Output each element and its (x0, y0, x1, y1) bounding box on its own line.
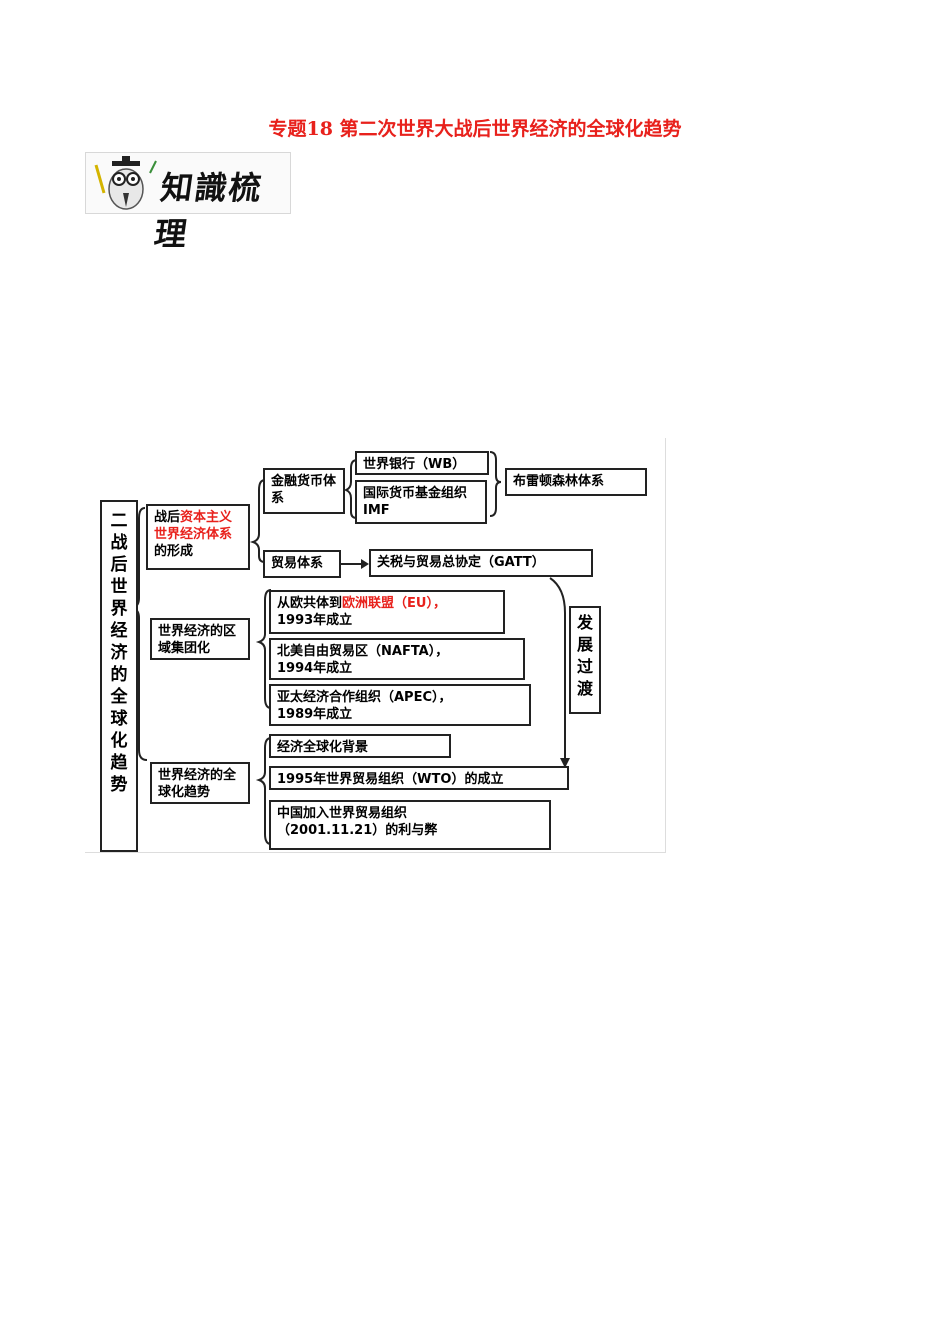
wto-box: 1995年世界贸易组织（WTO）的成立 (269, 766, 569, 790)
china-wto-box: 中国加入世界贸易组织 （2001.11.21）的利与弊 (269, 800, 551, 850)
background-label: 经济全球化背景 (277, 740, 368, 755)
background-box: 经济全球化背景 (269, 734, 451, 758)
world-bank-label: 世界银行（WB） (363, 457, 465, 472)
finance-label: 金融货币体系 (271, 474, 336, 506)
logo-text: 知識梳理 (152, 163, 297, 255)
china-line1: 中国加入世界贸易组织 (277, 805, 543, 822)
apec-line1: 亚太经济合作组织（APEC）， (277, 689, 523, 706)
branch-capitalist-system: 战后资本主义世界经济体系的形成 (146, 504, 250, 570)
eu-red: 欧洲联盟 (342, 596, 394, 611)
imf-label: 国际货币基金组织IMF (363, 486, 467, 518)
knowledge-logo: 知識梳理 (85, 152, 291, 214)
china-line2: （2001.11.21）的利与弊 (277, 822, 543, 839)
finance-system-box: 金融货币体系 (263, 468, 345, 514)
root-box: 二战后世界经济的全球化趋势 (100, 500, 138, 852)
branch2-label: 世界经济的区域集团化 (158, 624, 236, 656)
owl-mascot-icon (88, 153, 158, 213)
trade-system-box: 贸易体系 (263, 550, 341, 578)
branch3-label: 世界经济的全球化趋势 (158, 768, 236, 800)
page-title: 专题18 第二次世界大战后世界经济的全球化趋势 (0, 114, 950, 141)
branch-regional-blocs: 世界经济的区域集团化 (150, 618, 250, 660)
knowledge-diagram: 二战后世界经济的全球化趋势 战后资本主义世界经济体系的形成 金融货币体系 世界银… (85, 438, 666, 853)
imf-box: 国际货币基金组织IMF (355, 480, 487, 524)
branch1-pre: 战后 (154, 510, 180, 525)
eu-pre: 从欧共体到 (277, 596, 342, 611)
apec-line2: 1989年成立 (277, 706, 523, 723)
eu-post: （EU）， (394, 596, 446, 611)
transition-label: 发展过渡 (577, 613, 593, 698)
root-label: 二战后世界经济的全球化趋势 (111, 511, 128, 795)
nafta-line1: 北美自由贸易区（NAFTA）， (277, 643, 517, 660)
gatt-label: 关税与贸易总协定（GATT） (377, 555, 545, 570)
nafta-box: 北美自由贸易区（NAFTA）， 1994年成立 (269, 638, 525, 680)
eu-line2: 1993年成立 (277, 612, 497, 629)
eu-box: 从欧共体到欧洲联盟（EU）， 1993年成立 (269, 590, 505, 634)
nafta-line2: 1994年成立 (277, 660, 517, 677)
branch-globalization: 世界经济的全球化趋势 (150, 762, 250, 804)
trade-label: 贸易体系 (271, 556, 323, 571)
apec-box: 亚太经济合作组织（APEC）， 1989年成立 (269, 684, 531, 726)
wto-label: 1995年世界贸易组织（WTO）的成立 (277, 772, 503, 787)
bretton-woods-box: 布雷顿森林体系 (505, 468, 647, 496)
gatt-box: 关税与贸易总协定（GATT） (369, 549, 593, 577)
bretton-woods-label: 布雷顿森林体系 (513, 474, 604, 489)
transition-box: 发展过渡 (569, 606, 601, 714)
world-bank-box: 世界银行（WB） (355, 451, 489, 475)
branch1-post: 的形成 (154, 544, 193, 559)
